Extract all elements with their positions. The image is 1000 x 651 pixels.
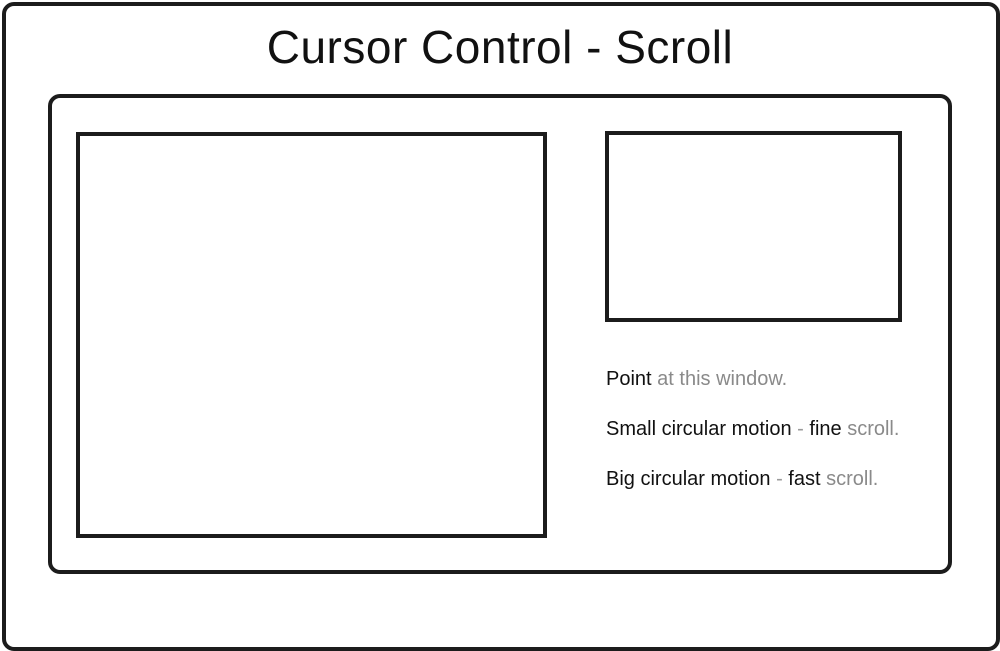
instruction-separator: - bbox=[791, 418, 810, 440]
instruction-keyword: Point bbox=[606, 368, 652, 390]
instruction-detail: scroll. bbox=[820, 468, 879, 490]
instructions-list: Point at this window. Small circular mot… bbox=[606, 362, 966, 512]
instruction-separator: - bbox=[770, 468, 789, 490]
instruction-keyword: Small circular motion bbox=[606, 418, 792, 440]
content-panel bbox=[48, 94, 952, 574]
instruction-speed: fast bbox=[788, 468, 821, 490]
instruction-small-motion: Small circular motion - fine scroll. bbox=[606, 412, 966, 446]
instruction-detail: at this window. bbox=[651, 368, 788, 390]
scroll-target-area[interactable] bbox=[76, 132, 547, 538]
instruction-detail: scroll. bbox=[841, 418, 900, 440]
instruction-big-motion: Big circular motion - fast scroll. bbox=[606, 462, 966, 496]
instruction-point: Point at this window. bbox=[606, 362, 966, 396]
instruction-speed: fine bbox=[809, 418, 842, 440]
instruction-keyword: Big circular motion bbox=[606, 468, 771, 490]
page-title: Cursor Control - Scroll bbox=[266, 21, 734, 73]
preview-window[interactable] bbox=[605, 131, 902, 322]
